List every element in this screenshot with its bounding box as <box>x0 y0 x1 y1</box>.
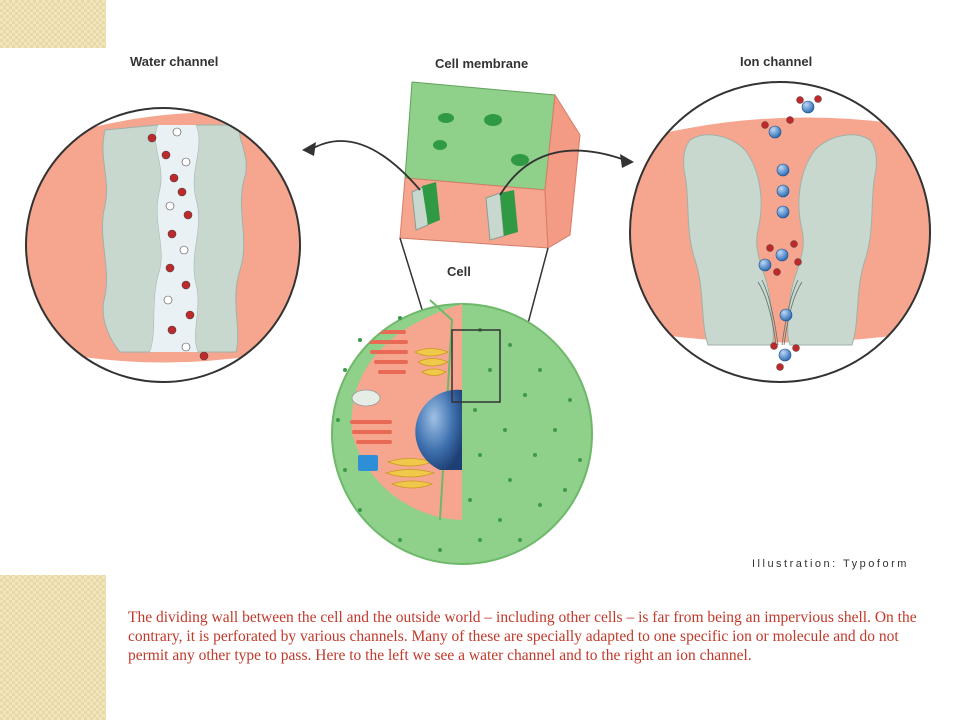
water-molecule <box>179 245 189 255</box>
ion <box>758 258 772 272</box>
ion-membrane-band <box>630 117 930 343</box>
water-molecule <box>167 325 177 335</box>
membrane-pore <box>511 154 529 166</box>
top-band <box>106 0 960 48</box>
arrow-to-ion-channel <box>499 149 626 196</box>
water-channel-label: Water channel <box>130 54 219 69</box>
organelle-blue <box>358 455 378 471</box>
ion <box>768 125 782 139</box>
cell-membrane-label: Cell membrane <box>435 56 529 71</box>
membrane-top-surface <box>404 81 556 191</box>
ion <box>776 184 790 198</box>
ion-protein-right <box>787 134 877 346</box>
arrow-to-water-channel <box>309 140 421 191</box>
water-protein-left <box>101 124 163 353</box>
water-molecule <box>183 210 193 220</box>
ions <box>758 100 815 362</box>
water-molecule <box>185 310 195 320</box>
cell-surface-dots <box>336 316 582 552</box>
membrane-pore <box>438 113 454 123</box>
water-pore <box>150 125 199 352</box>
cell-label: Cell <box>447 264 471 279</box>
ion <box>776 163 790 177</box>
ion-protein-left <box>683 134 774 346</box>
water-molecule <box>161 150 171 160</box>
water-molecule <box>181 342 191 352</box>
ion-channel-circle <box>629 81 931 383</box>
water-molecule <box>177 187 187 197</box>
water-channel-view <box>25 107 301 383</box>
illustration-credit: Illustration: Typoform <box>752 558 909 570</box>
cell <box>331 299 593 565</box>
water-molecule <box>165 263 175 273</box>
ion-water-molecules <box>761 95 822 371</box>
water-molecule <box>181 157 191 167</box>
ion <box>776 205 790 219</box>
water-channel-circle <box>25 107 301 383</box>
membrane-pore <box>433 140 447 150</box>
zoom-box <box>451 329 501 403</box>
water-molecule <box>181 280 191 290</box>
water-molecule <box>199 351 209 361</box>
water-molecules <box>147 127 209 361</box>
nucleus <box>415 389 462 470</box>
water-molecule <box>172 127 182 137</box>
water-molecule <box>147 133 157 143</box>
membrane-pore <box>484 114 502 126</box>
water-molecule <box>169 173 179 183</box>
membrane-slab <box>399 81 581 249</box>
left-band <box>0 48 26 575</box>
ion <box>778 348 792 362</box>
ion <box>779 308 793 322</box>
ion <box>801 100 815 114</box>
water-molecule <box>167 229 177 239</box>
ion-channel-label: Ion channel <box>740 54 813 69</box>
ion-channel-view <box>629 81 931 383</box>
caption-text: The dividing wall between the cell and t… <box>128 609 917 664</box>
ion <box>775 248 789 262</box>
water-molecule <box>165 201 175 211</box>
water-molecule <box>163 295 173 305</box>
